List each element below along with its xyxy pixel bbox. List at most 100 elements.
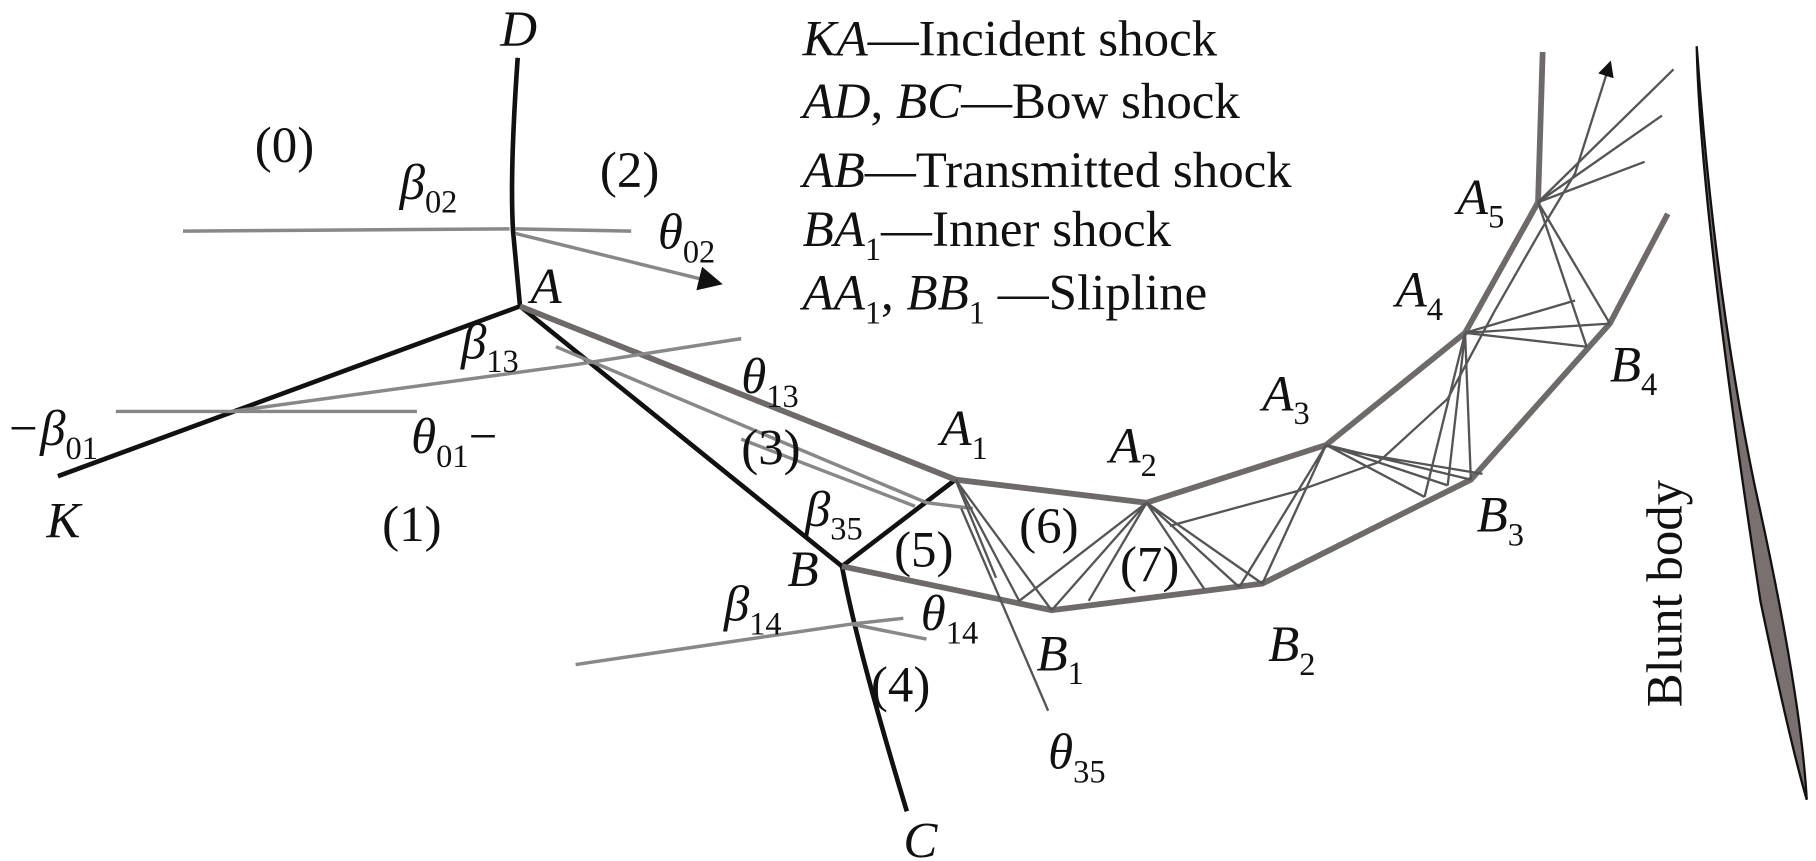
legend-segment: 1 bbox=[865, 296, 881, 332]
label-r4: (4) bbox=[871, 658, 930, 714]
label-B4: B4 bbox=[1610, 337, 1657, 403]
label-main: (1) bbox=[382, 497, 441, 553]
streamline-7 bbox=[1169, 60, 1614, 527]
label-A1: A1 bbox=[937, 401, 987, 467]
label-main: B bbox=[1610, 337, 1641, 393]
label-A2: A2 bbox=[1107, 418, 1157, 484]
label-C: C bbox=[903, 814, 938, 861]
label-subscript: 1 bbox=[1068, 656, 1084, 692]
label-subscript: 01 bbox=[436, 439, 468, 475]
label-main: (6) bbox=[1019, 499, 1078, 555]
legend-segment: KA bbox=[802, 12, 869, 68]
label-main: D bbox=[499, 2, 537, 58]
label-main: θ bbox=[1048, 725, 1073, 781]
label-t14: θ14 bbox=[921, 586, 978, 652]
legend-item: AD, BC—Bow shock bbox=[800, 74, 1241, 130]
streamline-1-3 bbox=[231, 336, 742, 414]
legend-segment: BC bbox=[896, 74, 962, 130]
label-subscript: 14 bbox=[946, 616, 978, 652]
theta35-line bbox=[960, 508, 1050, 712]
label-b14: β14 bbox=[723, 577, 782, 643]
label-subscript: 2 bbox=[1299, 647, 1315, 683]
label-r3: (3) bbox=[741, 421, 800, 477]
label-main: (5) bbox=[894, 522, 953, 578]
label-main: B bbox=[788, 542, 819, 598]
label-main: −β bbox=[6, 401, 66, 457]
label-B2: B2 bbox=[1268, 617, 1315, 683]
legend-segment: 1 bbox=[865, 232, 881, 268]
legend-segment: —Slipline bbox=[985, 266, 1207, 322]
legend-item: AA1, BB1 —Slipline bbox=[800, 266, 1208, 332]
label-subscript: 5 bbox=[1488, 200, 1504, 236]
label-main: β bbox=[399, 155, 426, 211]
label-subscript: 14 bbox=[749, 607, 781, 643]
label-main: β bbox=[804, 482, 831, 538]
label-main: (0) bbox=[255, 118, 314, 174]
streamline-1-4 bbox=[575, 616, 927, 667]
label-main: β bbox=[460, 314, 487, 370]
label-K: K bbox=[45, 493, 83, 549]
label-subscript: 13 bbox=[486, 344, 518, 380]
legend-segment: AB bbox=[800, 143, 865, 199]
legend-segment: 1 bbox=[969, 296, 985, 332]
label-main: A bbox=[1107, 418, 1142, 474]
legend-segment: , bbox=[881, 266, 906, 322]
label-r6: (6) bbox=[1019, 499, 1078, 555]
streamline-0-2 bbox=[182, 227, 510, 233]
label-r5: (5) bbox=[894, 522, 953, 578]
legend-segment: BB bbox=[907, 266, 969, 322]
legend-item: AB—Transmitted shock bbox=[800, 143, 1293, 199]
legend-segment: —Incident shock bbox=[867, 12, 1218, 68]
transmitted-shock-AB bbox=[518, 304, 844, 569]
label-main: A bbox=[1393, 262, 1428, 318]
label-t01: θ01− bbox=[411, 409, 497, 475]
label-main: A bbox=[1259, 366, 1294, 422]
inner-shock-BA1 bbox=[840, 477, 957, 569]
label-b13: β13 bbox=[460, 314, 519, 380]
label-main: (3) bbox=[741, 421, 800, 477]
label-subscript: 4 bbox=[1427, 292, 1443, 328]
label-main: A bbox=[937, 401, 972, 457]
wave-fan-1 bbox=[954, 478, 1264, 611]
legend-segment: AA bbox=[800, 266, 866, 322]
label-main: C bbox=[903, 814, 938, 861]
label-b35: β35 bbox=[804, 482, 863, 548]
bow-shock-AD bbox=[509, 57, 523, 307]
label-main: A bbox=[527, 259, 562, 315]
streamline-2 bbox=[514, 227, 718, 283]
label-subscript: 35 bbox=[1073, 754, 1105, 790]
label-main: θ bbox=[741, 349, 766, 405]
label-subscript: 02 bbox=[683, 234, 715, 270]
label-subscript: 3 bbox=[1508, 518, 1524, 554]
label-subscript: 13 bbox=[766, 379, 798, 415]
label-A: A bbox=[527, 259, 562, 315]
label-subscript: 1 bbox=[972, 431, 988, 467]
legend-segment: , bbox=[871, 74, 896, 130]
label-main: (4) bbox=[871, 658, 930, 714]
legend-segment: AD bbox=[800, 74, 871, 130]
label-r1: (1) bbox=[382, 497, 441, 553]
label-main: θ bbox=[411, 409, 436, 465]
shock-lines bbox=[57, 51, 1675, 812]
label-main: K bbox=[45, 493, 83, 549]
label-B3: B3 bbox=[1477, 488, 1524, 554]
label-main: (2) bbox=[600, 143, 659, 199]
wave-fan-3 bbox=[1423, 299, 1610, 498]
wave-fan-2 bbox=[1238, 443, 1483, 588]
label-t02: θ02 bbox=[658, 205, 715, 271]
label-main: β bbox=[723, 577, 750, 633]
blunt-body bbox=[1695, 46, 1808, 801]
label-b02: β02 bbox=[399, 155, 458, 221]
incident-shock-KA bbox=[57, 304, 521, 479]
label-subscript: 3 bbox=[1294, 396, 1310, 432]
label-main: A bbox=[1454, 170, 1489, 226]
streamline-3 bbox=[555, 345, 974, 511]
lower-slipline bbox=[841, 212, 1671, 614]
legend-segment: BA bbox=[803, 202, 866, 258]
label-main: (7) bbox=[1120, 537, 1179, 593]
label-B1: B1 bbox=[1037, 626, 1084, 692]
